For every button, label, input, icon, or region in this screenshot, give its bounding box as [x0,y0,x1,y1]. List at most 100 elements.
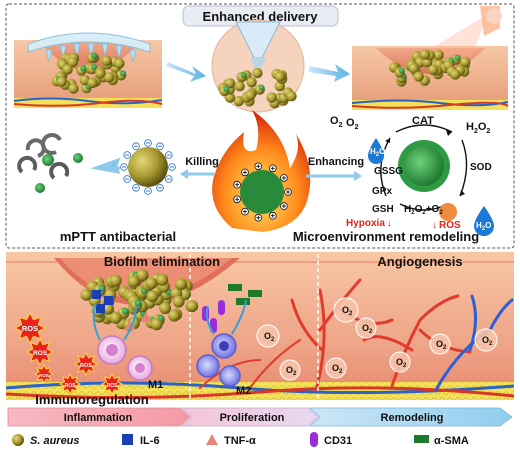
m2-macrophages [196,333,241,387]
legend-tnf: TNF-α [224,435,256,447]
o2-bubble [389,351,411,373]
bacterium [274,71,286,82]
h2o-right-label: H2O [476,221,491,232]
o2-bubble [429,333,451,355]
ros-burst-label: ROS [80,363,92,369]
o2-label-b: O2 [346,117,359,131]
m1-label: M1 [148,379,163,391]
bacteria-cluster-left [51,52,127,94]
hypoxia-label: Hypoxia↓ [346,218,392,229]
bacterium [172,295,185,308]
bacterium [159,302,172,315]
bacterium [413,71,424,82]
bacterium [450,69,461,80]
ros-burst [33,363,55,385]
nanozyme-dot [91,52,97,59]
bacterium [245,90,256,101]
cell-arrows [92,299,247,341]
bacterium [95,68,106,79]
bacterium [136,269,149,282]
bacterium [428,64,439,76]
flame-nanozyme [212,110,311,232]
o2-bubble [355,317,377,339]
ros-burst [25,337,55,367]
arrow-delivery-1 [166,62,206,82]
bacterium [186,300,199,313]
biofilm-label: Biofilm elimination [104,254,220,269]
bacteria-cluster-right [388,49,471,87]
bacterium [150,318,163,331]
bacteria-cluster-middle [217,67,297,109]
sod-label: SOD [470,162,492,173]
cat-label: CAT [412,115,434,127]
legend-saureus: S. aureus [30,435,80,447]
phase-proliferation [180,407,319,427]
legend: S. aureus IL-6 TNF-α CD31 α-SMA [12,432,469,447]
bacterium [408,63,420,74]
arrow-killing [90,157,121,174]
nanozyme-dot [91,64,97,70]
o2-bubble [256,324,280,348]
ros-burst-label: ROS [22,324,38,333]
ros-burst-label: ROS [65,383,77,389]
bacterium [109,311,122,324]
bacterium [233,95,244,107]
o2-ball [439,203,457,221]
gpx-label: GPx [372,186,392,197]
il6-markers [92,290,113,313]
o2-bubble-label: O2 [436,339,447,351]
o2-bubble-label: O2 [286,365,297,377]
nanozyme-dot [258,84,265,91]
gssg-label: GSSG [374,166,403,177]
bacterium [62,64,73,75]
o2-bubble [474,328,498,352]
ros-label: ↓ROS [432,220,461,231]
bacterium [433,49,444,61]
m1-macrophages [97,335,153,381]
ros-burst [13,311,47,345]
o2-bubble-label: O2 [396,357,407,369]
phase-remodeling [308,407,513,427]
water-drop-right [474,206,494,236]
killed-bacteria [17,132,83,193]
o2-label-a: O2 [330,115,343,129]
bacterium [67,56,78,68]
tnf-markers [124,312,152,330]
bacterium [109,274,122,287]
skin-irradiated [351,6,509,110]
o2-bubble-label: O2 [332,363,343,375]
nanozyme-dot [120,70,126,77]
legend-tnf-icon [206,434,218,445]
nanozyme-dot [80,65,87,72]
panel-title: Enhanced delivery [203,9,319,24]
asma-markers [228,284,262,305]
legend-asma: α-SMA [434,435,469,447]
nanozyme-dot [122,307,129,315]
bacterium [68,83,79,94]
bacterium [234,81,245,92]
bacterium [145,277,158,290]
phase-inflammation [7,407,191,427]
nanozyme-dot [240,72,247,78]
nanozyme-dot [98,285,105,292]
o2-bubble-label: O2 [362,323,373,335]
o2-bubble-label: O2 [482,335,493,347]
phase-label-2: Proliferation [220,412,285,424]
arrowhead-enhancing [354,171,362,181]
legend-asma-icon [414,435,429,443]
bacterium [266,92,277,103]
h2o2-top-label: H2O2 [466,121,490,135]
bacterium [146,290,159,303]
o2-bubble-label: O2 [342,305,353,317]
legend-saureus-icon [12,434,24,446]
bacterium [460,56,471,68]
bacterium [156,273,169,286]
bacterium [286,91,297,102]
phase-bar: Inflammation Proliferation Remodeling [7,407,513,427]
angiogenesis-label: Angiogenesis [377,254,462,269]
bacterium [175,278,188,291]
h2o-left-label: H2O [370,147,385,158]
enhancing-label: Enhancing [308,156,364,168]
